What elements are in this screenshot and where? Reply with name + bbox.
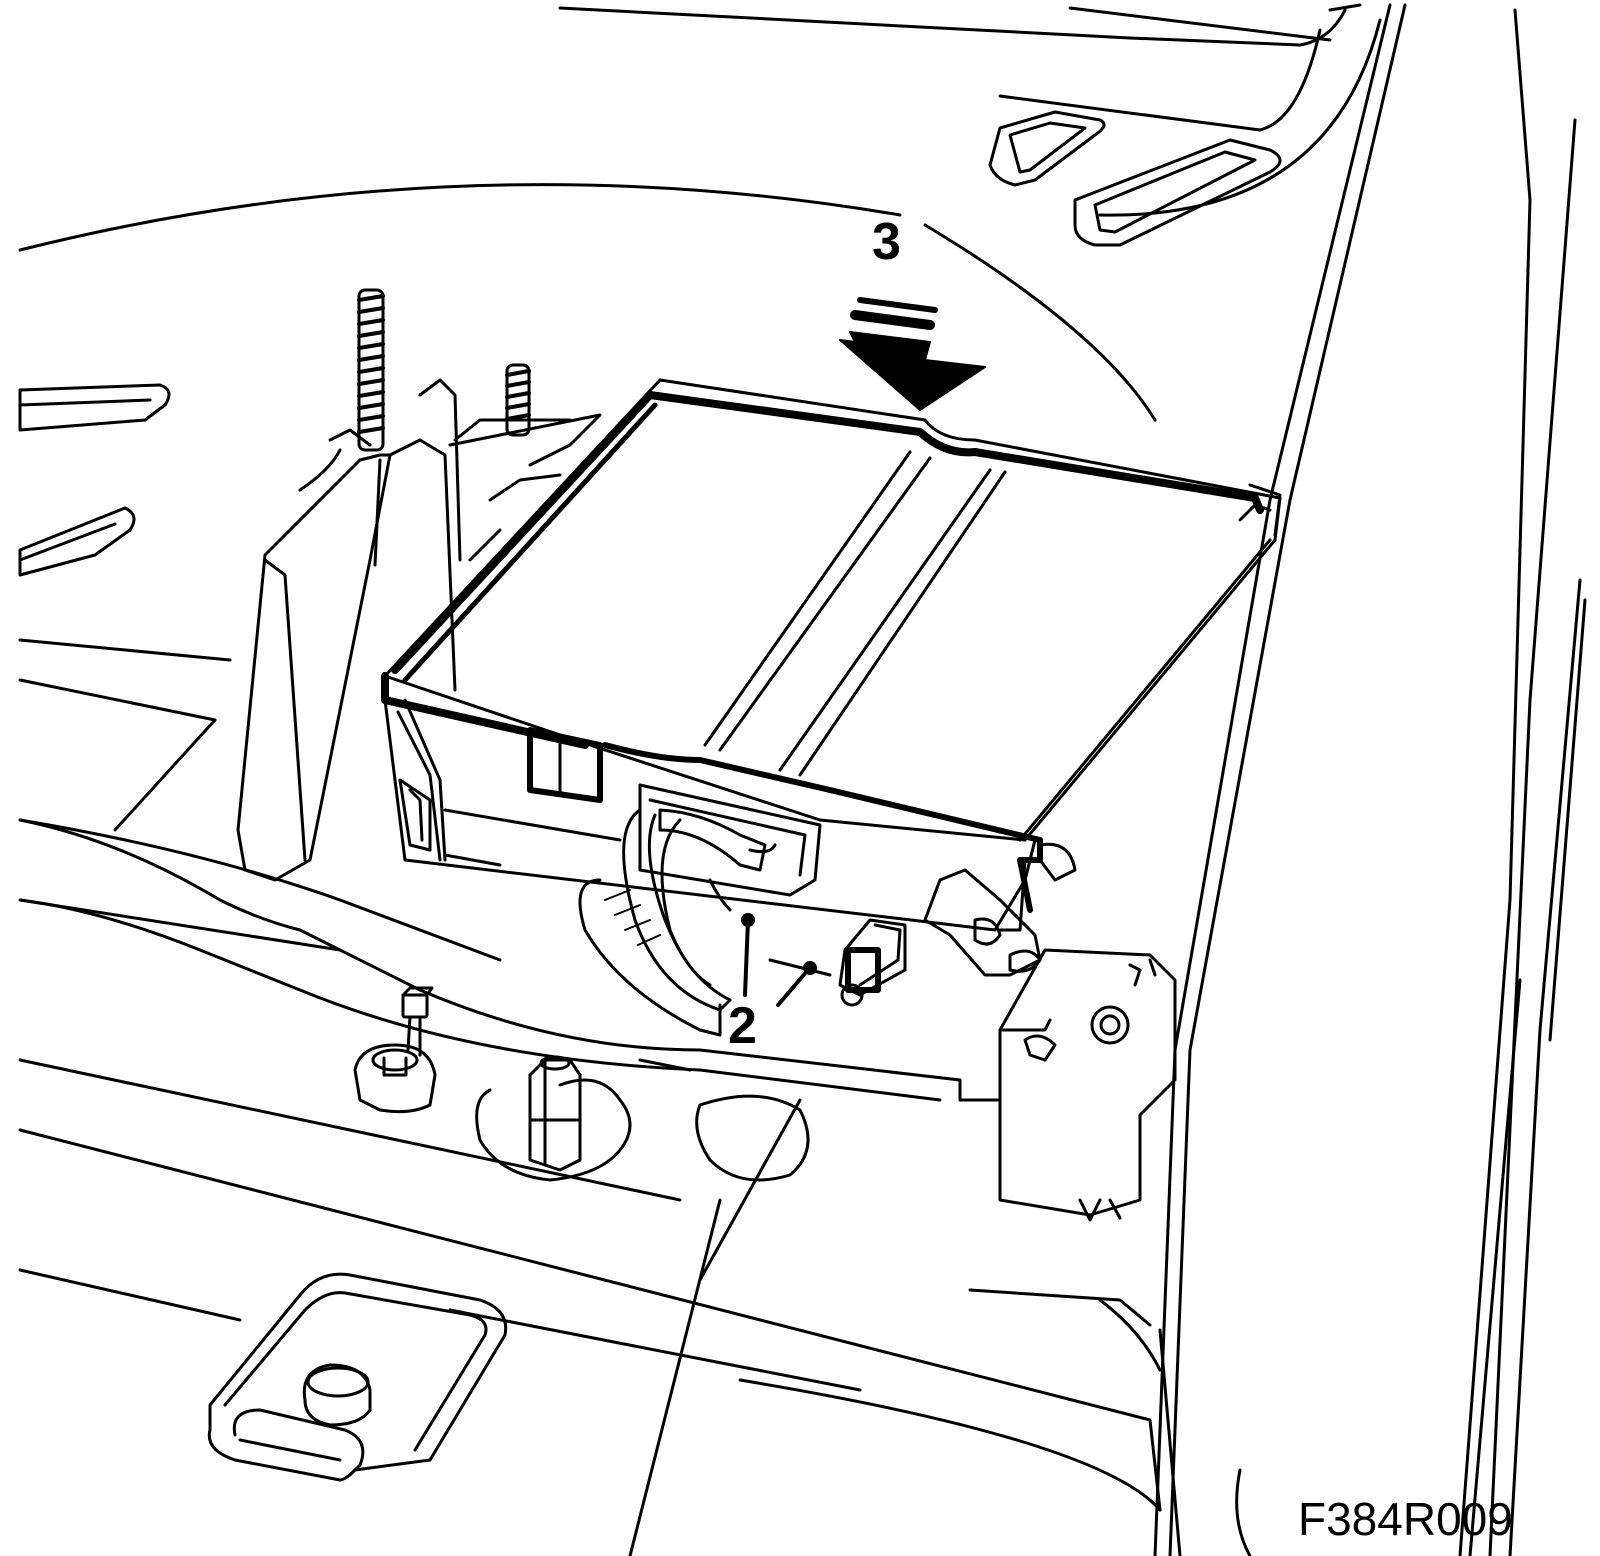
arrow-down-icon <box>839 297 986 411</box>
threaded-studs <box>357 288 531 452</box>
wiring-connector <box>578 783 822 1037</box>
figure-code: F384R009 <box>1298 1493 1513 1545</box>
sensor-plug <box>768 918 907 1007</box>
tie-down-loop <box>207 1272 508 1482</box>
left-bracket <box>236 378 602 882</box>
hex-nut <box>475 1055 810 1182</box>
right-mount-bracket <box>923 868 1177 1222</box>
callout-label-2: 2 <box>728 997 757 1055</box>
leader-lines-2 <box>741 913 817 1007</box>
slot-cutouts <box>18 110 1282 577</box>
control-module <box>381 378 1282 932</box>
side-rails <box>1153 3 1587 1556</box>
callout-label-3: 3 <box>872 213 901 271</box>
cable-clip <box>353 986 437 1114</box>
cable-run <box>18 818 1002 1102</box>
